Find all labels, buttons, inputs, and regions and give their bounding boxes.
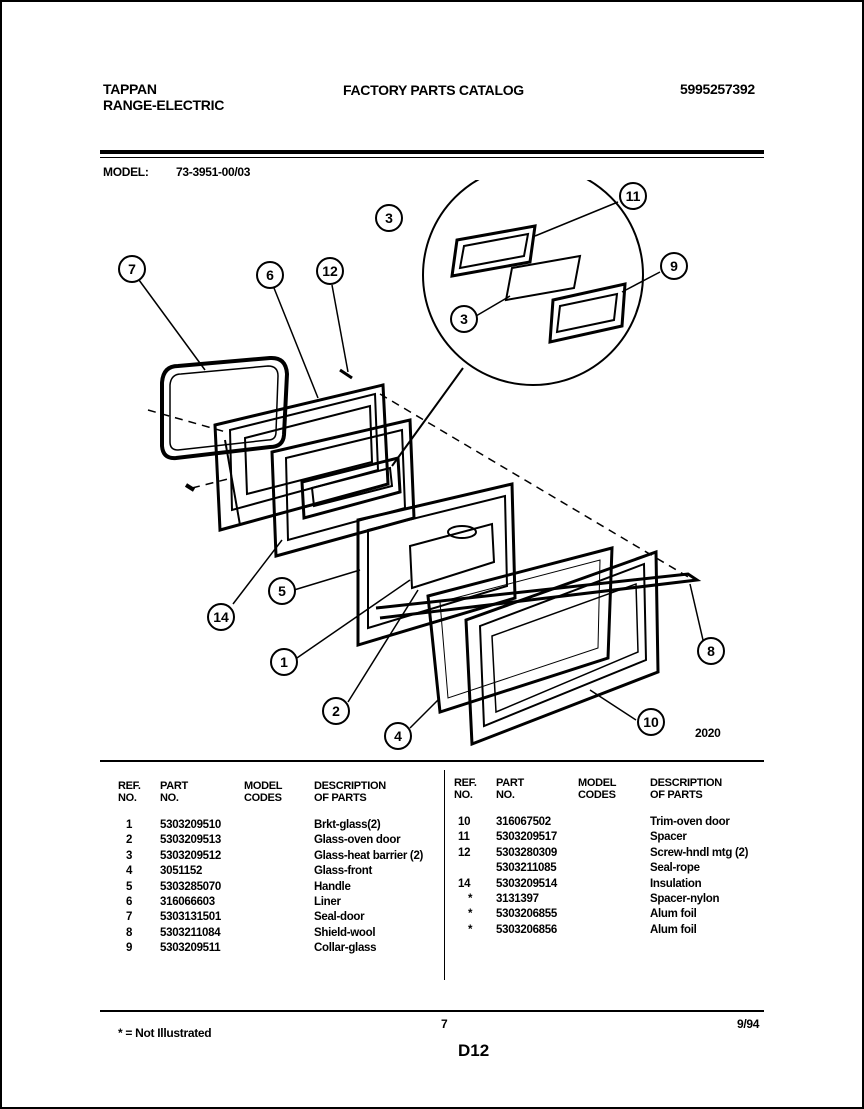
model-label: MODEL: [103,165,149,179]
callout-6: 6 [256,261,284,289]
callout-8-label: 8 [707,643,715,659]
heat-barrier-part [270,418,416,558]
brand: TAPPAN [103,81,157,97]
catalog-number: 5995257392 [680,81,755,97]
header-rule-thin [100,157,764,158]
figure-number: 2020 [695,726,721,740]
callout-3-inset-label: 3 [460,311,468,327]
callout-11-label: 11 [626,188,641,204]
page-number: 7 [441,1017,448,1031]
inset-spacer-part [450,224,537,278]
not-illustrated-note: * = Not Illustrated [118,1026,212,1040]
header-rule [100,150,764,154]
callout-14-label: 14 [213,609,229,625]
callout-14: 14 [207,603,235,631]
ref-header: REF.NO. [118,780,141,804]
callout-8: 8 [697,637,725,665]
frame-top [0,0,864,2]
callout-5: 5 [268,577,296,605]
seal-door-part [160,355,290,461]
table-divider [444,770,445,980]
callout-7-label: 7 [128,261,136,277]
callout-4: 4 [384,722,412,750]
leader-lines [138,201,704,729]
revision-date: 9/94 [737,1017,760,1031]
callout-3-top: 3 [375,204,403,232]
guide-lines [147,393,691,579]
callout-9-label: 9 [670,258,678,274]
inset-leader [391,367,464,467]
handle-part [375,572,702,620]
callout-11: 11 [619,182,647,210]
callout-5-label: 5 [278,583,286,599]
callout-2-label: 2 [332,703,340,719]
frame-bottom [0,1107,864,1109]
callout-6-label: 6 [266,267,274,283]
model-number: 73-3951-00/03 [176,165,251,179]
callout-10-label: 10 [643,714,659,730]
callout-12-label: 12 [322,263,338,279]
product-type: RANGE-ELECTRIC [103,97,225,113]
exploded-door-diagram: 7 6 12 3 11 3 9 5 14 1 2 4 10 8 [118,180,725,750]
inset-circle [422,180,644,386]
fastener-part [184,483,196,492]
catalog-title: FACTORY PARTS CATALOG [343,82,524,98]
callout-2: 2 [322,697,350,725]
front-glass-part [426,546,614,714]
liner-part [213,383,390,532]
inset-glass-part [504,254,582,302]
inset-collar-part [548,282,627,344]
callout-1: 1 [270,648,298,676]
ref-header: REF.NO. [454,777,477,801]
table-top-rule [100,760,764,762]
callout-9: 9 [660,252,688,280]
callout-12: 12 [316,257,344,285]
table-bottom-rule [100,1010,764,1012]
frame-right [862,0,864,1109]
inner-panel-part [356,482,517,648]
callout-1-label: 1 [280,654,288,670]
callout-10: 10 [637,708,665,736]
callout-3-top-label: 3 [385,210,393,226]
frame-left [0,0,2,1109]
screw-part [339,368,353,380]
callout-4-label: 4 [394,728,402,744]
callout-3-inset: 3 [450,305,478,333]
section-code: D12 [458,1041,490,1060]
callout-7: 7 [118,255,146,283]
